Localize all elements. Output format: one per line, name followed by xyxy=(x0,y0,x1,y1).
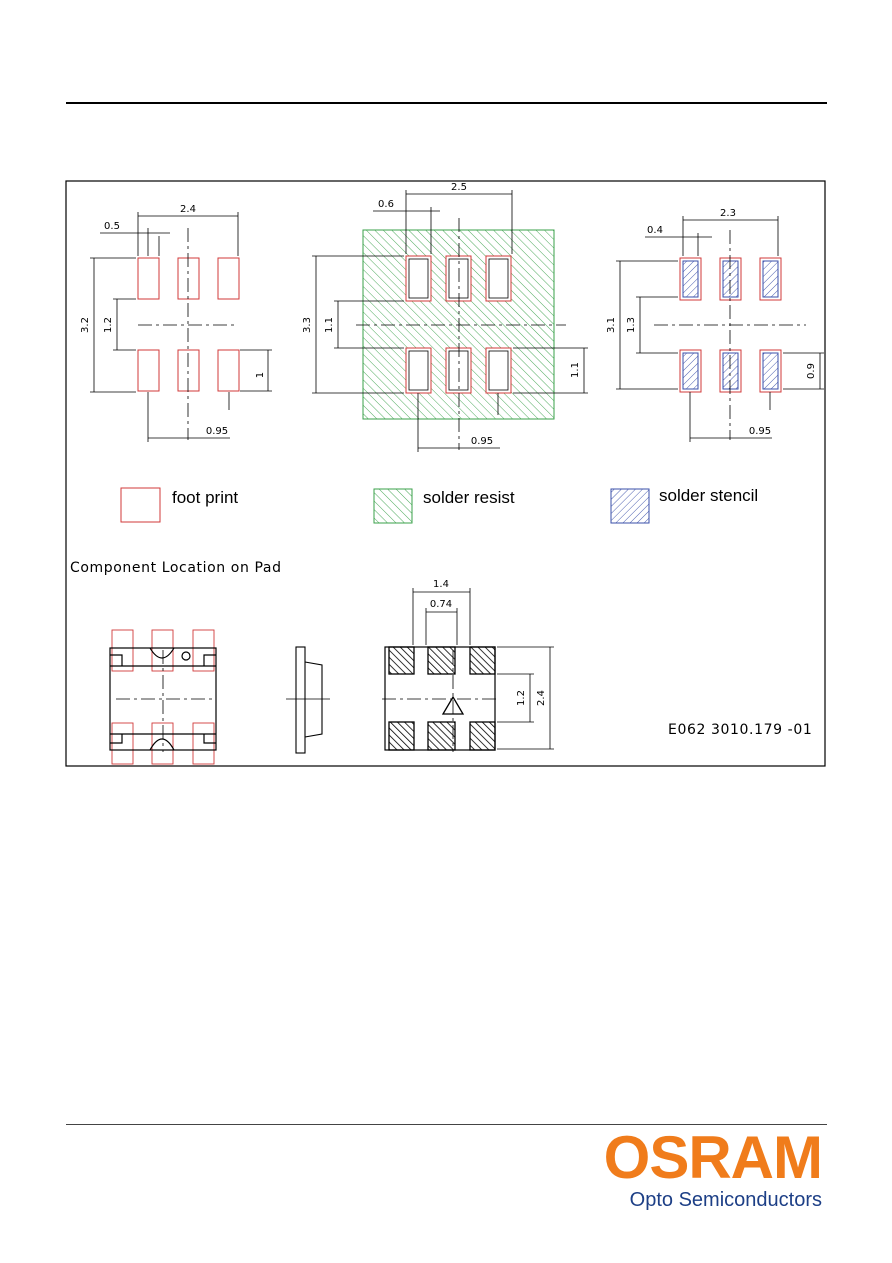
stencil-gap-label: 1.3 xyxy=(626,317,637,333)
footprint-pad-height-label: 1 xyxy=(255,372,266,378)
component-side-view xyxy=(286,646,330,754)
logo-subtitle: Opto Semiconductors xyxy=(629,1189,822,1211)
footprint-pitch-label: 0.95 xyxy=(206,426,228,437)
header-rule xyxy=(66,102,827,104)
stencil-height-label: 3.1 xyxy=(606,317,617,333)
resist-pad xyxy=(405,255,432,302)
legend-footprint-label: foot print xyxy=(172,488,238,507)
stencil-pad-height-label: 0.9 xyxy=(806,363,817,379)
component-pad xyxy=(469,646,496,675)
footprint-pad xyxy=(217,349,240,392)
logo-brand: OSRAM xyxy=(603,1124,823,1191)
component-gap-label: 1.2 xyxy=(516,690,527,706)
footprint-pad xyxy=(177,257,200,300)
stencil-aperture xyxy=(682,260,699,298)
footer-rule xyxy=(66,1124,827,1125)
legend-footprint-swatch xyxy=(120,487,161,523)
footprint-pad xyxy=(137,257,160,300)
drawing-number: E062 3010.179 -01 xyxy=(668,722,812,738)
component-pad xyxy=(388,721,415,751)
solder-resist-view xyxy=(312,190,588,452)
resist-pad-width-label: 0.6 xyxy=(378,199,394,210)
resist-pad xyxy=(445,347,472,394)
stencil-pitch-label: 0.95 xyxy=(749,426,771,437)
footprint-width-label: 2.4 xyxy=(180,204,196,215)
legend-resist-swatch xyxy=(373,488,413,524)
drawing-frame xyxy=(65,180,826,767)
legend-resist-label: solder resist xyxy=(423,488,515,507)
stencil-aperture xyxy=(682,352,699,390)
resist-pad-height-label: 1.1 xyxy=(570,362,581,378)
resist-pad xyxy=(485,347,512,394)
section-label: Component Location on Pad xyxy=(70,560,282,576)
stencil-aperture xyxy=(722,352,739,390)
footprint-pad xyxy=(177,349,200,392)
component-pad xyxy=(427,646,456,675)
component-top-view xyxy=(109,629,217,765)
component-pad-view xyxy=(382,588,554,752)
component-inner-width-label: 0.74 xyxy=(430,599,452,610)
resist-height-label: 3.3 xyxy=(302,317,313,333)
resist-pad xyxy=(445,255,472,302)
legend-stencil-swatch xyxy=(610,488,650,524)
resist-pitch-label: 0.95 xyxy=(471,436,493,447)
component-pad xyxy=(469,721,496,751)
component-pad xyxy=(388,646,415,675)
legend-stencil-label: solder stencil xyxy=(659,486,758,505)
stencil-aperture xyxy=(762,352,779,390)
stencil-width-label: 2.3 xyxy=(720,208,736,219)
component-height-label: 2.4 xyxy=(536,690,547,706)
resist-gap-label: 1.1 xyxy=(324,317,335,333)
footprint-gap-label: 1.2 xyxy=(103,317,114,333)
resist-width-label: 2.5 xyxy=(451,182,467,193)
component-pad xyxy=(427,721,456,751)
footprint-pad xyxy=(217,257,240,300)
osram-logo: OSRAM Opto Semiconductors xyxy=(598,1128,828,1218)
stencil-aperture xyxy=(722,260,739,298)
footprint-pad-width-label: 0.5 xyxy=(104,221,120,232)
component-width-label: 1.4 xyxy=(433,579,449,590)
footprint-height-label: 3.2 xyxy=(80,317,91,333)
footprint-pad xyxy=(137,349,160,392)
stencil-pad-width-label: 0.4 xyxy=(647,225,663,236)
solder-stencil-view xyxy=(616,216,824,442)
footprint-view xyxy=(90,212,272,442)
resist-pad xyxy=(405,347,432,394)
resist-pad xyxy=(485,255,512,302)
stencil-aperture xyxy=(762,260,779,298)
